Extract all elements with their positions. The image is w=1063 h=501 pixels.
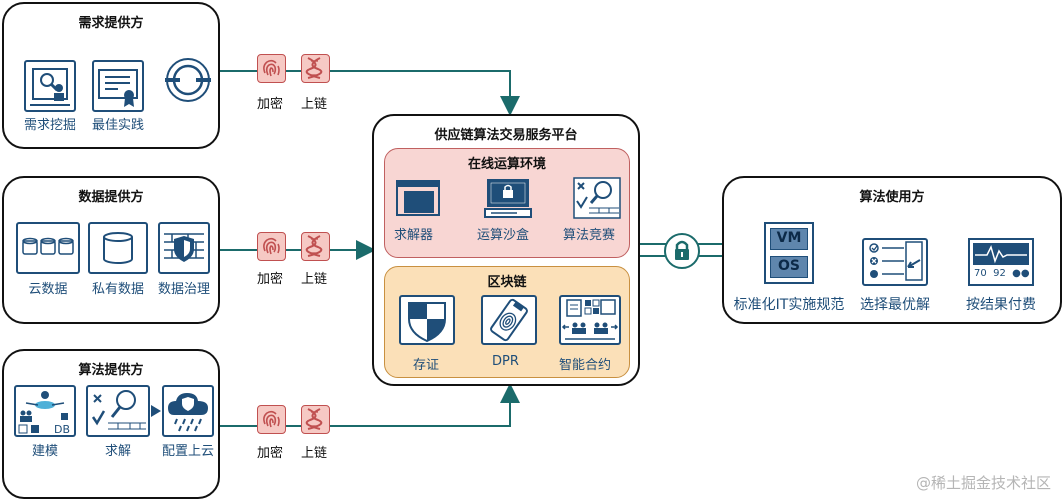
competition-label: 算法竞赛	[563, 228, 616, 243]
cloud-deploy-label: 配置上云	[161, 444, 214, 459]
fingerprint-icon	[263, 237, 280, 255]
private-data-label: 私有数据	[91, 282, 144, 297]
demand-provider-box: 需求提供方 需求挖掘 最佳实践	[2, 2, 220, 149]
demand-mining-card	[24, 60, 76, 112]
solver-icon	[396, 180, 440, 216]
pay-per-result-card: 70 92 ●●	[968, 238, 1034, 286]
lock-icon	[664, 233, 700, 269]
algo-connector	[208, 383, 520, 427]
cloud-data-card	[16, 222, 80, 274]
onchain-chip-middle	[301, 232, 330, 261]
platform-title: 供应链算法交易服务平台	[434, 128, 578, 143]
encrypt-label-middle: 加密	[257, 272, 284, 287]
data-governance-label: 数据治理	[157, 282, 210, 297]
compute-env-panel: 在线运算环境 求解器 运算沙盒 算法竞赛	[384, 148, 630, 258]
fingerprint-icon	[263, 59, 280, 77]
platform-box: 供应链算法交易服务平台 在线运算环境 求解器 运算沙盒 算法竞赛	[372, 114, 640, 386]
modeling-card: DB	[14, 385, 76, 437]
cloud-icon	[168, 393, 208, 432]
heartbeat-icon	[973, 243, 1029, 265]
smart-contract-label: 智能合约	[559, 358, 612, 373]
encrypt-chip-top	[257, 54, 286, 83]
modeling-label: 建模	[31, 444, 58, 459]
dna-icon	[305, 408, 323, 430]
sandbox-label: 运算沙盒	[477, 228, 530, 243]
vm-badge: VM	[770, 228, 808, 250]
onchain-label-top: 上链	[301, 97, 328, 112]
db-text: DB	[54, 423, 70, 435]
pay-per-result-label: 按结果付费	[966, 297, 1036, 313]
databases-icon	[22, 237, 74, 255]
shield-icon	[408, 302, 446, 343]
notarization-card	[399, 295, 455, 345]
solving-label: 求解	[104, 444, 131, 459]
checklist-icon	[869, 241, 923, 281]
smart-contract-icon	[561, 299, 619, 340]
dpr-card	[481, 295, 537, 345]
onchain-label-middle: 上链	[301, 272, 328, 287]
best-practice-label: 最佳实践	[91, 118, 144, 133]
demand-connector	[208, 70, 520, 116]
encrypt-chip-middle	[257, 232, 286, 261]
watermark: @稀土掘金技术社区	[915, 474, 1051, 492]
algo-user-box: 算法使用方 VM OS 标准化IT实施规范 选择最优解 70 92 ●● 按结果…	[722, 176, 1062, 324]
target-circle-icon	[165, 58, 211, 102]
data-governance-card	[158, 222, 210, 274]
demand-mining-label: 需求挖掘	[23, 118, 76, 133]
data-provider-box: 数据提供方 云数据 私有数据	[2, 176, 220, 324]
dna-icon	[305, 235, 323, 257]
cloud-data-label: 云数据	[28, 282, 68, 297]
fingerprint-card-icon	[490, 298, 528, 342]
solving-card	[86, 385, 150, 437]
it-standard-label: 标准化IT实施规范	[733, 297, 845, 313]
encrypt-label-top: 加密	[257, 97, 284, 112]
database-icon	[103, 232, 133, 264]
compute-env-title: 在线运算环境	[467, 157, 546, 172]
fingerprint-icon	[263, 410, 280, 428]
blockchain-panel: 区块链 存证 DPR	[384, 266, 630, 378]
smart-contract-card	[559, 295, 621, 345]
solving-icon	[91, 390, 146, 430]
encrypt-chip-bottom	[257, 405, 286, 434]
vm-os-card: VM OS	[764, 222, 814, 284]
best-choice-label: 选择最优解	[860, 297, 930, 313]
modeling-icon: DB	[18, 391, 70, 435]
demand-mining-icon	[30, 68, 70, 106]
blockchain-title: 区块链	[487, 275, 527, 290]
algo-provider-title: 算法提供方	[78, 363, 144, 378]
algo-user-title: 算法使用方	[859, 190, 925, 205]
cloud-deploy-card	[162, 385, 214, 437]
os-badge: OS	[770, 256, 808, 278]
dpr-label: DPR	[492, 354, 519, 369]
demand-provider-title: 需求提供方	[78, 16, 144, 31]
private-data-card	[88, 222, 148, 274]
best-choice-card	[862, 238, 928, 286]
encrypt-label-bottom: 加密	[257, 446, 284, 461]
best-practice-card	[92, 60, 144, 112]
arrow-right-icon	[151, 405, 161, 417]
certificate-icon	[98, 69, 138, 107]
onchain-label-bottom: 上链	[301, 446, 328, 461]
solver-label: 求解器	[394, 228, 434, 243]
sandbox-icon	[484, 179, 532, 218]
monitor-readout: 70 92 ●●	[974, 268, 1030, 279]
onchain-chip-top	[301, 54, 330, 83]
dna-icon	[305, 57, 323, 79]
competition-icon	[573, 177, 621, 219]
algo-provider-box: 算法提供方 DB 建模 求解	[2, 349, 220, 499]
data-provider-title: 数据提供方	[78, 190, 144, 205]
notarization-label: 存证	[413, 358, 440, 373]
shield-firewall-icon	[164, 233, 204, 262]
onchain-chip-bottom	[301, 405, 330, 434]
